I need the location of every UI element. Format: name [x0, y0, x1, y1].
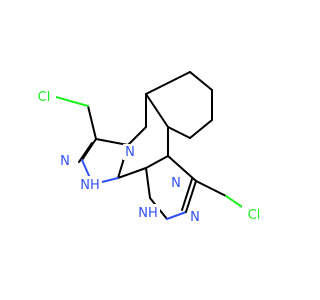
atom-n-upper-ring: N [60, 154, 70, 169]
label-mask [188, 208, 202, 224]
bond-central-ring [127, 126, 147, 146]
atom-n-lower-ring: N [190, 210, 200, 225]
label-mask [123, 144, 137, 160]
bond-cyclohexane [167, 126, 191, 139]
label-mask [58, 152, 72, 168]
bond-central-ring [145, 155, 169, 169]
bond-upper-triazole [95, 138, 129, 146]
atom-cl-left: Cl [38, 90, 51, 105]
atom-nh-upper: NH [80, 178, 100, 193]
bond-lower-triazole-double [181, 178, 193, 211]
structure-canvas: Cl N N NH N NH N Cl [0, 0, 300, 300]
bond-chloromethyl [55, 96, 89, 107]
bond-central-ring [117, 167, 147, 179]
background [0, 0, 300, 300]
bond-cyclohexane [145, 82, 169, 95]
molecule-diagram: Cl N N NH N NH N Cl [0, 0, 300, 300]
bond-lower-triazole-double [185, 180, 197, 213]
atom-nh-lower: NH [138, 206, 158, 221]
atom-cl-right: Cl [248, 208, 261, 223]
bond-upper-triazole-double [78, 142, 93, 163]
bond-upper-triazole-double [81, 138, 97, 161]
bond-chloromethyl [87, 105, 97, 140]
bond-lower-triazole [166, 211, 187, 220]
bond-lower-triazole [167, 155, 197, 182]
bond-cyclohexane [167, 71, 191, 84]
label-mask [169, 174, 183, 190]
bond-cyclohexane [189, 119, 213, 139]
bond-cyclohexane [189, 71, 213, 91]
bond-cyclohexane [145, 93, 169, 128]
atom-n-bridge-lower: N [171, 176, 181, 191]
bond-upper-triazole [81, 159, 91, 179]
atom-n-bridge-upper: N [125, 145, 135, 160]
label-mask [136, 204, 160, 220]
bond-lower-triazole [145, 167, 151, 199]
label-mask [32, 88, 56, 104]
label-mask [242, 206, 266, 222]
bond-chloromethyl [195, 180, 227, 197]
label-mask [78, 176, 102, 192]
